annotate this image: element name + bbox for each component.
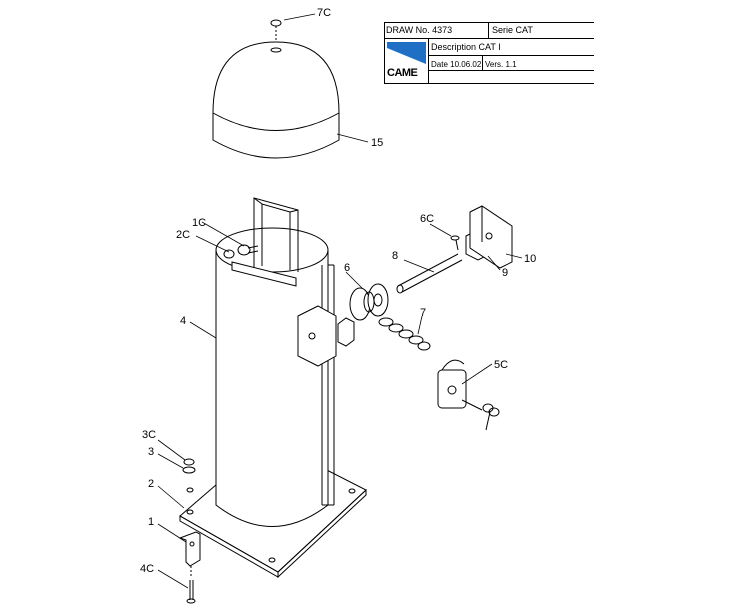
bolt-and-washer xyxy=(223,244,259,259)
anchor-bracket xyxy=(178,531,201,567)
label-1: 1 xyxy=(148,516,154,528)
label-2c: 2C xyxy=(176,229,190,241)
small-screw xyxy=(450,235,460,251)
dome-cap xyxy=(212,41,340,159)
came-logo: CAME xyxy=(387,67,418,79)
handle-bracket xyxy=(231,197,299,287)
label-3c: 3C xyxy=(142,429,156,441)
drawing-number: DRAW No. 4373 xyxy=(386,25,453,35)
description-label: Description CAT I xyxy=(431,42,501,52)
small-block xyxy=(337,317,355,347)
label-7: 7 xyxy=(420,307,426,319)
date-label: Date 10.06.02 xyxy=(431,60,482,69)
anchor-bolt xyxy=(186,566,196,604)
title-block: DRAW No. 4373 Serie CAT Description CAT … xyxy=(384,22,596,84)
pin-rod xyxy=(396,253,463,294)
label-9: 9 xyxy=(502,267,508,279)
label-6c: 6C xyxy=(420,213,434,225)
label-4: 4 xyxy=(180,315,186,327)
label-3: 3 xyxy=(148,446,154,458)
label-1c: 1C xyxy=(192,217,206,229)
title-block-grid xyxy=(384,22,594,84)
label-8: 8 xyxy=(392,250,398,262)
label-5c: 5C xyxy=(494,359,508,371)
nut-and-washer xyxy=(182,458,196,474)
wall-plate xyxy=(469,205,513,269)
chain xyxy=(378,317,431,351)
label-15: 15 xyxy=(371,137,383,149)
pulley-wheel xyxy=(349,283,389,321)
label-10: 10 xyxy=(524,253,536,265)
label-2: 2 xyxy=(148,478,154,490)
label-4c: 4C xyxy=(140,563,154,575)
padlock xyxy=(437,359,500,431)
label-7c: 7C xyxy=(317,7,331,19)
top-screw xyxy=(270,19,282,40)
logo-swatch xyxy=(387,42,426,64)
side-bracket xyxy=(297,305,337,367)
leader-lines xyxy=(157,13,523,589)
label-6: 6 xyxy=(344,262,350,274)
version-label: Vers. 1.1 xyxy=(485,60,517,69)
series-label: Serie CAT xyxy=(492,25,533,35)
